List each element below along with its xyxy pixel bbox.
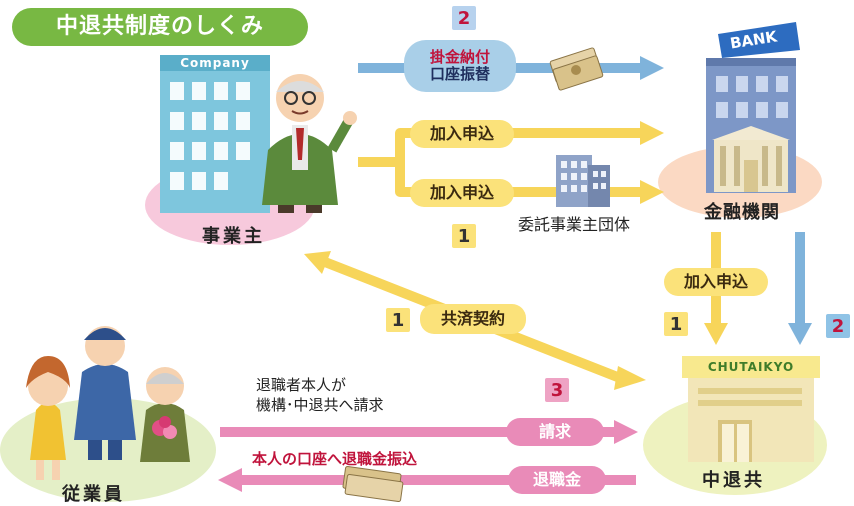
payout-label: 退職金 — [508, 466, 606, 494]
delegated-building-icon — [556, 155, 610, 207]
apply-bank-step-number: 1 — [664, 312, 688, 336]
bank-label: 金融機関 — [704, 202, 780, 223]
employee-woman-icon — [26, 356, 70, 480]
claim-arrowhead — [614, 420, 638, 444]
employee-worker-icon — [74, 326, 136, 460]
chutaikyo-building-icon — [682, 356, 820, 462]
claim-note: 退職者本人が 機構･中退共へ請求 — [256, 376, 384, 415]
company-sign: Company — [180, 56, 250, 70]
apply-top-label: 加入申込 — [410, 120, 514, 148]
bank-transfer-arrowhead — [788, 323, 812, 345]
employees-label: 従業員 — [62, 484, 125, 505]
payment-step-number: 2 — [452, 6, 476, 30]
contract-label: 共済契約 — [420, 304, 526, 334]
employer-person-icon — [262, 74, 357, 213]
chutaikyo-sign: CHUTAIKYO — [707, 360, 795, 374]
payment-label-line2: 口座振替 — [429, 65, 490, 83]
contract-arrowhead — [304, 251, 331, 274]
payout-arrowhead — [218, 468, 242, 492]
payment-arrowhead — [640, 56, 664, 80]
delegated-org-label: 委託事業主団体 — [518, 215, 631, 234]
claim-note-line2: 機構･中退共へ請求 — [256, 395, 384, 414]
payout-note: 本人の口座へ退職金振込 — [252, 450, 418, 468]
payment-label: 掛金納付 口座振替 — [404, 40, 516, 92]
apply-mid-label: 加入申込 — [410, 179, 514, 207]
employer-label: 事業主 — [202, 226, 265, 247]
apply-top-arrowhead — [640, 121, 664, 145]
employee-elder-icon — [140, 367, 190, 462]
apply-mid-arrowhead — [640, 180, 664, 204]
contract-tail-arrowhead — [614, 366, 646, 390]
apply-step-number: 1 — [452, 224, 476, 248]
money-bundle-icon — [549, 47, 604, 91]
payment-label-line1: 掛金納付 — [429, 47, 490, 66]
payout-money-icon — [342, 465, 404, 502]
apply-bank-label: 加入申込 — [664, 268, 768, 296]
claim-label: 請求 — [506, 418, 604, 446]
contract-step-number: 1 — [386, 308, 410, 332]
bank-transfer-step-number: 2 — [826, 314, 850, 338]
apply-bank-arrowhead — [704, 323, 728, 345]
bank-building-icon — [706, 22, 800, 193]
apply-arrows — [323, 128, 721, 383]
claim-note-line1: 退職者本人が — [256, 376, 347, 394]
claim-step-number: 3 — [545, 378, 569, 402]
chutaikyo-label: 中退共 — [702, 470, 765, 491]
company-building-icon — [160, 55, 270, 213]
page-title: 中退共制度のしくみ — [12, 8, 308, 46]
